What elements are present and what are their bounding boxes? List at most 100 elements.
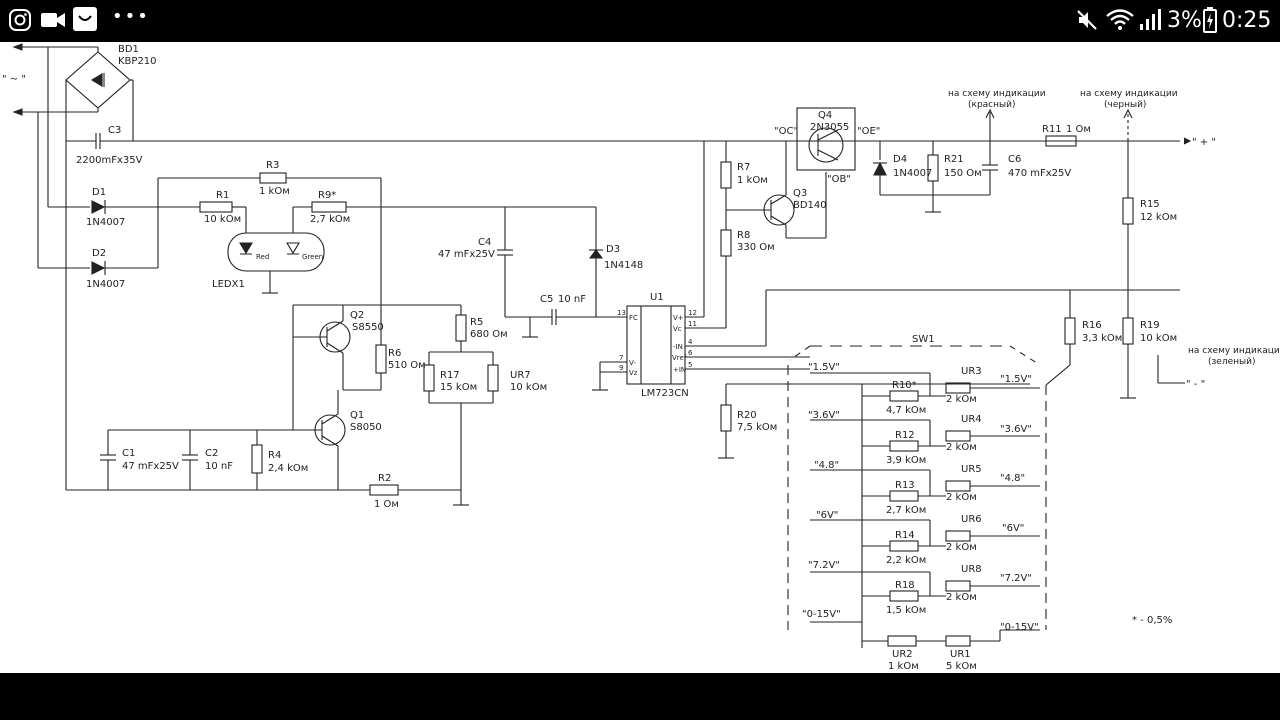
ur7-label: UR7 (510, 370, 531, 381)
c1-value: 47 mFx25V (122, 461, 179, 472)
ur6-label: UR6 (961, 514, 982, 525)
bd1-value: KBP210 (118, 56, 157, 67)
c4-value: 47 mFx25V (438, 249, 495, 260)
switch-pos-6v: "6V" (816, 510, 838, 521)
indication-black-label: на схему индикации (1080, 89, 1178, 99)
r15-label: R15 (1140, 199, 1160, 210)
pin-number-7: 7 (619, 354, 623, 362)
tolerance-note: * - 0,5% (1132, 615, 1172, 626)
u1-label: U1 (650, 292, 664, 303)
switch-pos-3-6v: "3.6V" (808, 410, 840, 421)
switch-pos-7-2v: "7.2V" (808, 560, 840, 571)
r14-value: 2,2 kOм (886, 555, 926, 566)
pin-vminus: V- (629, 359, 636, 367)
r13-label: R13 (895, 480, 915, 491)
indication-red-color: (красный) (968, 100, 1015, 110)
r1-label: R1 (216, 190, 229, 201)
image-viewer[interactable]: BD1 KBP210 " ~ " C3 2200mFx35V D1 1N4007… (0, 42, 1280, 673)
more-dots-icon: ••• (112, 6, 150, 27)
d3-label: D3 (606, 244, 620, 255)
switch-pos-1-5v: "1.5V" (808, 362, 840, 373)
wifi-icon (1106, 9, 1134, 30)
r9-value: 2,7 kOм (310, 214, 350, 225)
c2-label: C2 (205, 448, 218, 459)
r5-label: R5 (470, 317, 483, 328)
r19-value: 10 kOм (1140, 333, 1177, 344)
q2-label: Q2 (350, 310, 364, 321)
pin-number-5: 5 (688, 361, 692, 369)
r20-value: 7,5 kOм (737, 422, 777, 433)
switch-pos-0-15v: "0-15V" (802, 609, 841, 620)
ur1-value: 5 kOм (946, 661, 977, 672)
r12-label: R12 (895, 430, 915, 441)
led-red-label: Red (256, 253, 269, 261)
switch-out-7-2v: "7.2V" (1000, 573, 1032, 584)
led-green-label: Green (302, 253, 323, 261)
output-minus-label: " - " (1186, 379, 1205, 390)
r10-value: 4,7 kOм (886, 405, 926, 416)
smile-notification-icon (73, 7, 97, 31)
ur6-value: 2 kOм (946, 542, 977, 553)
video-camera-icon (41, 13, 65, 27)
c6-value: 470 mFx25V (1008, 168, 1071, 179)
indication-green-label: на схему индикации (1188, 346, 1280, 356)
ur2-value: 1 kOм (888, 661, 919, 672)
d1-value: 1N4007 (86, 217, 125, 228)
ur7-value: 10 kOм (510, 382, 547, 393)
ur5-value: 2 kOм (946, 492, 977, 503)
ur1-label: UR1 (950, 649, 971, 660)
pin-number-11: 11 (688, 320, 697, 328)
r17-label: R17 (440, 370, 460, 381)
status-bar: ••• 3% 0:25 (0, 0, 1280, 42)
sw1-label: SW1 (912, 334, 935, 345)
r19-label: R19 (1140, 320, 1160, 331)
r5-value: 680 Oм (470, 329, 508, 340)
r11-value: 1 Oм (1066, 124, 1091, 135)
c1-label: C1 (122, 448, 135, 459)
ac-in-label: " ~ " (2, 74, 26, 85)
r2-label: R2 (378, 473, 391, 484)
r8-label: R8 (737, 230, 750, 241)
ur5-label: UR5 (961, 464, 982, 475)
r3-value: 1 kOм (259, 186, 290, 197)
d2-value: 1N4007 (86, 279, 125, 290)
q3-value: BD140 (793, 200, 827, 211)
r6-label: R6 (388, 348, 401, 359)
pin-vc: Vc (673, 325, 682, 333)
d3-value: 1N4148 (604, 260, 643, 271)
r16-label: R16 (1082, 320, 1102, 331)
r20-label: R20 (737, 410, 757, 421)
c3-label: C3 (108, 125, 121, 136)
signal-icon (1140, 9, 1161, 30)
switch-pos-4-8v: "4.8" (814, 460, 839, 471)
navigation-bar (0, 673, 1280, 720)
switch-out-1-5v: "1.5V" (1000, 374, 1032, 385)
clock: 0:25 (1222, 8, 1272, 33)
q4-label: Q4 (818, 110, 832, 121)
r7-value: 1 kOм (737, 175, 768, 186)
r18-value: 1,5 kOм (886, 605, 926, 616)
u1-value: LM723CN (641, 388, 689, 399)
pin-vz: Vz (629, 369, 638, 377)
r15-value: 12 kOм (1140, 212, 1177, 223)
switch-out-4-8v: "4.8" (1000, 473, 1025, 484)
r7-label: R7 (737, 162, 750, 173)
switch-out-3-6v: "3.6V" (1000, 424, 1032, 435)
indication-green-color: (зеленый) (1208, 357, 1255, 367)
r1-value: 10 kOм (204, 214, 241, 225)
r4-label: R4 (268, 450, 281, 461)
pin-vplus: V+ (673, 314, 684, 322)
r10-label: R10* (892, 380, 917, 391)
battery-percent: 3% (1167, 8, 1202, 33)
d2-label: D2 (92, 248, 106, 259)
c5-label: C5 (540, 294, 553, 305)
ur3-value: 2 kOм (946, 394, 977, 405)
r9-label: R9* (318, 190, 336, 201)
q4-value: 2N3055 (810, 122, 849, 133)
instagram-icon (9, 9, 31, 31)
pin-inminus: -IN (673, 343, 683, 351)
r12-value: 3,9 kOм (886, 455, 926, 466)
r13-value: 2,7 kOм (886, 505, 926, 516)
q4-emitter-label: "OE" (857, 126, 880, 137)
r14-label: R14 (895, 530, 915, 541)
